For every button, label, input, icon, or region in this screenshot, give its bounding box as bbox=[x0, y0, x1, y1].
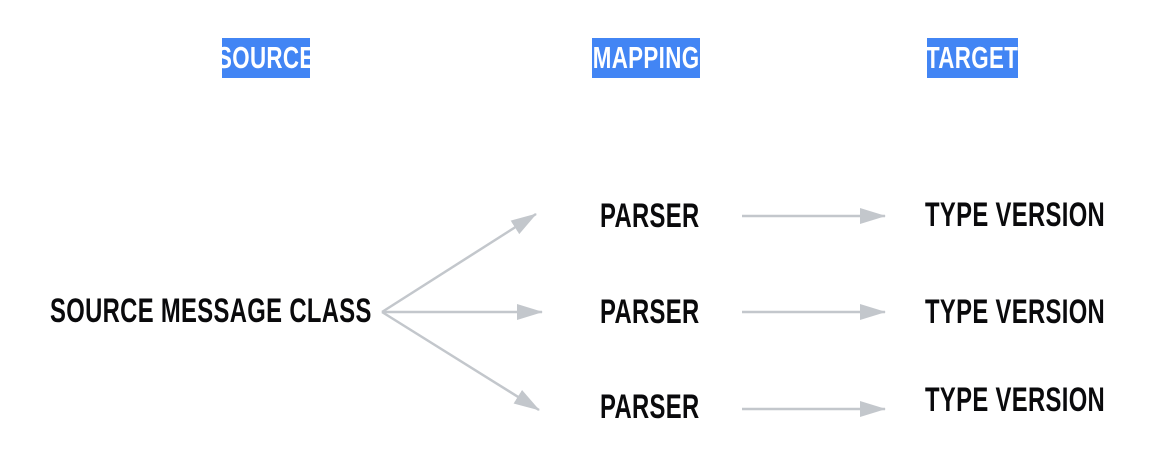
column-header-target-label: TARGET bbox=[926, 40, 1019, 75]
column-header-mapping-label: MAPPING bbox=[592, 40, 700, 75]
parser-node-3: PARSER bbox=[600, 387, 742, 427]
type-version-node-1-label: TYPE VERSION bbox=[925, 195, 1106, 234]
parser-node-3-label: PARSER bbox=[600, 387, 700, 426]
parser-node-2: PARSER bbox=[600, 292, 742, 332]
column-header-source-label: SOURCE bbox=[217, 40, 315, 75]
parser-node-2-label: PARSER bbox=[600, 292, 700, 331]
column-header-mapping: MAPPING bbox=[592, 38, 700, 78]
type-version-node-2: TYPE VERSION bbox=[925, 292, 1152, 332]
parser-node-1: PARSER bbox=[600, 196, 742, 236]
source-message-class-node: SOURCE MESSAGE CLASS bbox=[50, 291, 510, 331]
column-header-source: SOURCE bbox=[217, 38, 314, 78]
type-version-node-3-label: TYPE VERSION bbox=[925, 380, 1106, 419]
column-header-target: TARGET bbox=[926, 38, 1019, 78]
type-version-node-2-label: TYPE VERSION bbox=[925, 292, 1106, 331]
type-version-node-1: TYPE VERSION bbox=[925, 195, 1152, 235]
parser-node-1-label: PARSER bbox=[600, 196, 700, 235]
type-version-node-3: TYPE VERSION bbox=[925, 380, 1152, 420]
source-message-class-label: SOURCE MESSAGE CLASS bbox=[50, 291, 372, 330]
